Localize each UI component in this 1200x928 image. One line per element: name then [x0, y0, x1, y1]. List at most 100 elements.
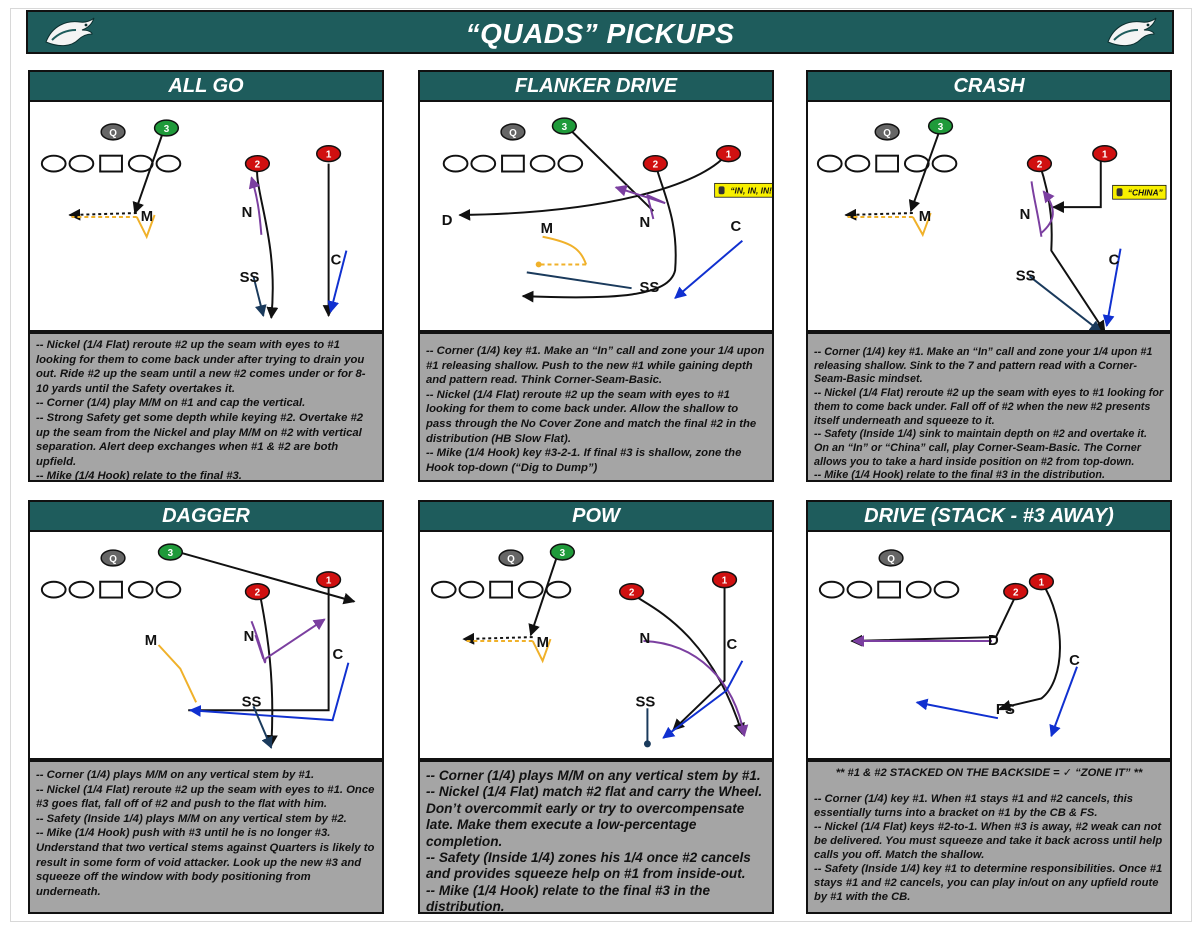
svg-text:2: 2	[629, 588, 635, 599]
coaching-notes: -- Corner (1/4) key #1. Make an “In” cal…	[418, 332, 774, 482]
defender-corner: C	[727, 637, 738, 653]
receiver-3: 3	[549, 543, 575, 561]
svg-text:2: 2	[1013, 588, 1019, 599]
defender-corner: C	[1109, 252, 1120, 268]
coaching-notes: -- Corner (1/4) plays M/M on any vertica…	[418, 760, 774, 914]
route-lines	[458, 127, 743, 303]
note-line: -- Nickel (1/4 Flat) reroute #2 up the s…	[36, 783, 375, 811]
offensive-line	[40, 580, 182, 599]
defender-strong-safety: SS	[1016, 268, 1036, 284]
defender-corner: C	[1069, 653, 1080, 669]
note-line: -- Corner (1/4) key #1. Make an “In” cal…	[814, 346, 1153, 386]
defender-nickel: N	[640, 631, 651, 647]
eagle-logo-icon	[45, 17, 95, 47]
note-line: -- Safety (Inside 1/4) sink to maintain …	[814, 428, 1147, 468]
svg-text:1: 1	[726, 150, 732, 161]
quarterback: Q	[100, 549, 126, 567]
defender-mike: M	[541, 221, 553, 237]
receiver-1: 1	[1092, 145, 1118, 163]
svg-text:2: 2	[255, 588, 261, 599]
note-line: -- Corner (1/4) plays M/M on any vertica…	[426, 768, 761, 783]
stack-rule-title: ** #1 & #2 STACKED ON THE BACKSIDE = ✓ “…	[835, 767, 1143, 779]
receiver-1: 1	[315, 571, 342, 589]
note-line: -- Nickel (1/4 Flat) reroute #2 up the s…	[814, 387, 1164, 427]
note-line: -- Nickel (1/4 Flat) reroute #2 up the s…	[36, 339, 366, 395]
note-line: -- Nickel (1/4 Flat) reroute #2 up the s…	[426, 388, 757, 445]
defender-dime: D	[988, 633, 999, 649]
play-diagram: “IN, IN, IN!” Q 3 2 1 D M N SS	[418, 102, 774, 332]
note-line: -- Nickel (1/4 Flat) match #2 flat and c…	[426, 784, 763, 849]
receiver-2: 2	[1003, 582, 1029, 601]
note-line: -- Strong Safety get some depth while ke…	[36, 411, 364, 468]
defender-mike: M	[537, 635, 549, 651]
page-header: “QUADS” PICKUPS	[26, 10, 1174, 54]
panel-title: DAGGER	[28, 500, 384, 532]
svg-text:1: 1	[1039, 578, 1045, 589]
quarterback: Q	[498, 549, 524, 567]
receiver-2: 2	[244, 154, 271, 173]
defender-free-safety: FS	[996, 702, 1015, 718]
quarterback: Q	[500, 123, 526, 141]
receiver-2: 2	[1026, 154, 1053, 173]
defender-corner: C	[730, 219, 741, 235]
defender-strong-safety: SS	[242, 694, 262, 710]
quarterback: Q	[100, 123, 126, 141]
defender-nickel: N	[640, 215, 651, 231]
svg-text:1: 1	[326, 576, 332, 587]
panel-title: POW	[418, 500, 774, 532]
svg-text:3: 3	[168, 548, 174, 559]
svg-text:2: 2	[653, 160, 659, 171]
defender-strong-safety: SS	[636, 694, 656, 710]
panel-title: CRASH	[806, 70, 1172, 102]
route-lines	[68, 127, 348, 320]
svg-text:1: 1	[1102, 150, 1108, 161]
defender-nickel: N	[1020, 207, 1031, 223]
play-diagram: Q 3 2 1 M N SS C	[28, 102, 384, 332]
callout-badge: “IN, IN, IN!”	[714, 182, 772, 198]
defender-mike: M	[145, 633, 157, 649]
play-diagram: “CHINA” Q 3 2 1 M N SS C	[806, 102, 1172, 332]
panel-title: FLANKER DRIVE	[418, 70, 774, 102]
defender-strong-safety: SS	[240, 270, 260, 286]
receiver-3: 3	[551, 117, 577, 135]
defender-dime: D	[442, 213, 453, 229]
callout-badge: “CHINA”	[1112, 184, 1167, 200]
defender-strong-safety: SS	[640, 280, 660, 296]
coaching-notes: ** #1 & #2 STACKED ON THE BACKSIDE = ✓ “…	[806, 760, 1172, 914]
receiver-3: 3	[927, 117, 954, 135]
note-line: -- Nickel (1/4 Flat) keys #2-to-1. When …	[814, 821, 1163, 861]
note-line: -- Corner (1/4) key #1. Make an “In” cal…	[426, 345, 765, 387]
callout-text: “IN, IN, IN!”	[730, 186, 772, 196]
svg-text:Q: Q	[109, 554, 117, 565]
speech-icon	[1116, 188, 1123, 197]
defender-mike: M	[919, 209, 931, 225]
note-line: -- Safety (Inside 1/4) key #1 to determi…	[814, 863, 1163, 903]
svg-text:3: 3	[164, 124, 170, 135]
defender-corner: C	[333, 647, 344, 663]
svg-text:Q: Q	[509, 128, 517, 139]
play-diagram: Q 3 2 1 M N C SS	[418, 532, 774, 760]
defender-nickel: N	[244, 629, 255, 645]
svg-text:3: 3	[560, 548, 566, 559]
quarterback: Q	[878, 549, 904, 567]
receiver-2: 2	[618, 582, 645, 601]
svg-text:3: 3	[562, 122, 568, 133]
receiver-1: 1	[315, 145, 342, 163]
offensive-line	[818, 580, 960, 599]
page-frame	[10, 8, 1192, 922]
coaching-notes: -- Corner (1/4) plays M/M on any vertica…	[28, 760, 384, 914]
defender-corner: C	[331, 252, 342, 268]
svg-text:1: 1	[326, 150, 332, 161]
receiver-1: 1	[1028, 573, 1055, 591]
defender-mike: M	[141, 209, 153, 225]
eagle-logo-icon	[1107, 17, 1157, 47]
receiver-1: 1	[715, 145, 742, 163]
note-line: -- Mike (1/4 Hook) push with #3 until he…	[36, 827, 375, 898]
note-line: -- Safety (Inside 1/4) zones his 1/4 onc…	[426, 850, 751, 882]
play-diagram: Q 2 1 D C FS	[806, 532, 1172, 760]
svg-text:1: 1	[722, 576, 728, 587]
quarterback: Q	[874, 123, 900, 141]
svg-text:2: 2	[255, 160, 261, 171]
svg-text:2: 2	[1037, 160, 1043, 171]
coaching-notes: -- Corner (1/4) key #1. Make an “In” cal…	[806, 332, 1172, 482]
